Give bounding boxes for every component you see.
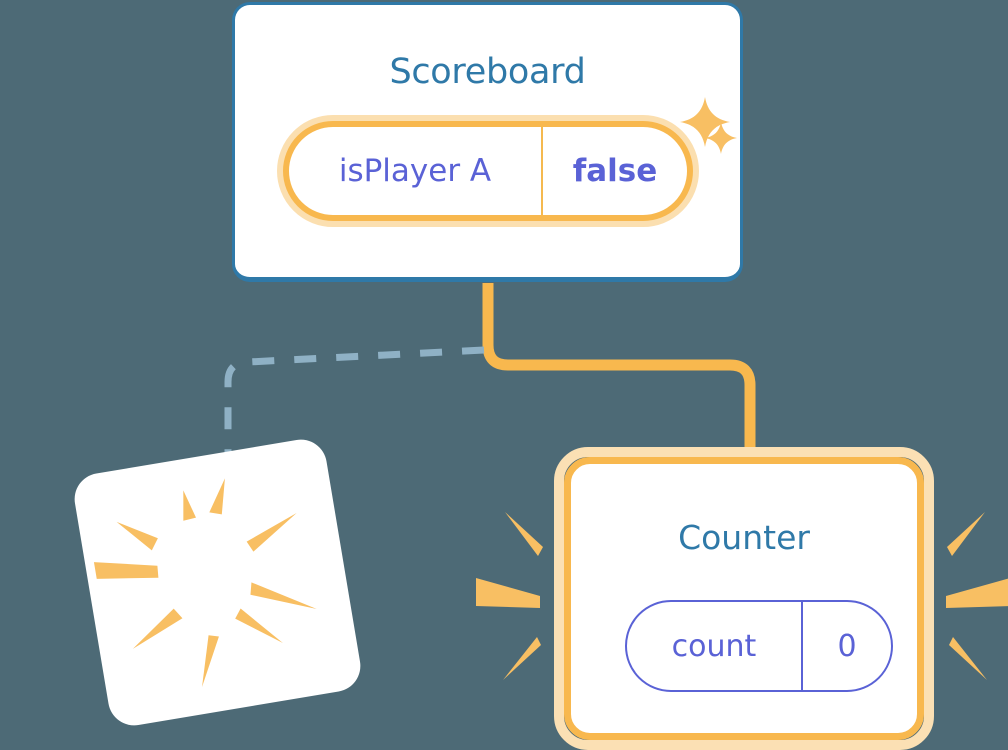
ray-e-lower: [250, 582, 317, 609]
state-row-pill[interactable]: isPlayer A false: [283, 121, 693, 221]
counter-state-row[interactable]: count 0: [625, 600, 893, 692]
state-key-count: count: [627, 602, 803, 690]
ray-ne-inner: [209, 478, 225, 515]
ray-se: [235, 608, 283, 644]
counter-title: Counter: [678, 518, 810, 557]
ray-e-upper: [246, 512, 297, 552]
sparkle-large-icon: [680, 97, 730, 147]
scoreboard-state-row[interactable]: isPlayer A false: [277, 115, 699, 227]
counter-card[interactable]: Counter count 0: [554, 447, 934, 750]
sparkle-small-icon: [705, 122, 737, 154]
ray-right-middle: [946, 578, 1008, 608]
state-value-false: false: [572, 153, 658, 189]
ray-w: [93, 562, 159, 579]
state-value-count: 0: [837, 628, 857, 664]
scoreboard-title: Scoreboard: [389, 52, 586, 92]
ghost-card-burst-rays: [93, 478, 317, 687]
ray-left-middle: [476, 578, 540, 608]
ray-right-bottom: [949, 637, 987, 680]
ray-sw: [132, 608, 183, 649]
ray-n: [183, 490, 197, 521]
ray-right-top: [947, 512, 985, 556]
scoreboard-card[interactable]: Scoreboard isPlayer A false: [232, 2, 743, 282]
counter-card-body: Counter count 0: [564, 457, 924, 740]
ray-nw: [116, 521, 158, 551]
ray-s: [202, 635, 219, 687]
connector-scoreboard-to-ghost-card: [224, 346, 485, 470]
ray-left-top: [505, 512, 543, 556]
state-row-highlight-ring: [277, 115, 699, 227]
ray-left-bottom: [503, 637, 541, 680]
state-key-isplayer-a: isPlayer A: [289, 127, 543, 215]
connector-scoreboard-to-counter: [482, 283, 756, 460]
